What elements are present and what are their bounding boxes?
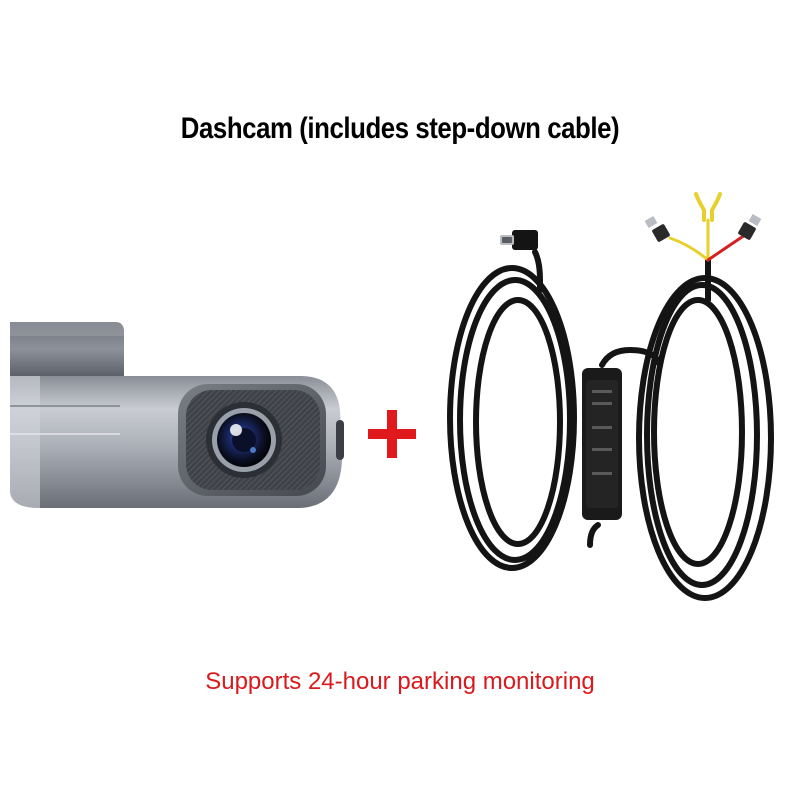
plus-icon: [368, 410, 416, 458]
fuse-taps: [644, 192, 762, 242]
step-down-cable-icon: [447, 192, 774, 601]
usb-c-plug: [500, 230, 538, 250]
dashcam-icon: [10, 322, 344, 508]
parking-monitoring-caption: Supports 24-hour parking monitoring: [205, 668, 595, 695]
page-title: Dashcam (includes step-down cable): [180, 112, 620, 145]
